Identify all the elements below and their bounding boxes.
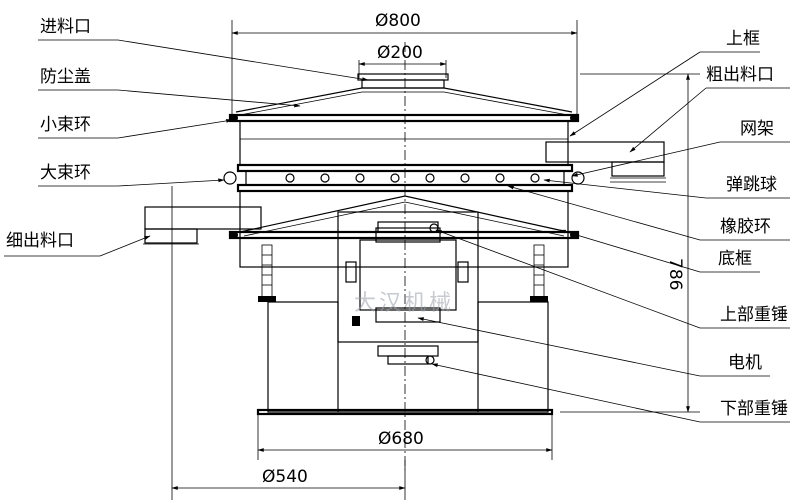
label-large-clamp: 大束环	[40, 163, 91, 183]
motor-assembly	[337, 211, 479, 343]
screen-frame	[223, 163, 585, 193]
watermark: 大汉机械	[354, 291, 454, 316]
label-feed-inlet: 进料口	[40, 17, 91, 37]
upper-frame	[239, 120, 569, 166]
label-dust-cover: 防尘盖	[40, 67, 91, 87]
label-small-clamp: 小束环	[40, 115, 91, 135]
bottom-frame	[228, 190, 580, 268]
dust-cover	[235, 87, 573, 116]
label-upper-frame: 上框	[726, 29, 760, 49]
label-bottom-frame: 底框	[718, 249, 752, 269]
dimension-bottom: Ø680 Ø540	[171, 186, 553, 500]
label-fine-outlet: 细出料口	[6, 231, 74, 251]
dim-half-width: Ø540	[262, 467, 308, 487]
lower-weight	[377, 345, 439, 365]
label-bounce-ball: 弹跳球	[726, 175, 777, 195]
dim-inlet-diameter: Ø200	[377, 43, 423, 63]
labels-right: 上框 粗出料口 网架 弹跳球 橡胶环 底框 上部重锤 电机 下部重锤	[417, 29, 790, 423]
dimension-top: Ø800 Ø200	[231, 11, 578, 115]
springs	[258, 244, 548, 302]
coarse-outlet	[545, 141, 666, 183]
dim-height: 786	[665, 258, 685, 290]
feed-inlet	[357, 73, 449, 89]
label-motor: 电机	[728, 353, 762, 373]
label-upper-weight: 上部重锤	[720, 305, 788, 325]
bounce-balls	[285, 173, 540, 183]
upper-weight	[377, 221, 439, 233]
dimension-height: 786	[560, 73, 700, 413]
dim-base-diameter: Ø680	[378, 429, 424, 449]
label-screen-frame: 网架	[740, 119, 774, 139]
label-rubber-ring: 橡胶环	[720, 217, 771, 237]
labels-left: 进料口 防尘盖 小束环 大束环 细出料口	[4, 17, 369, 257]
label-lower-weight: 下部重锤	[720, 399, 788, 419]
base	[256, 301, 554, 416]
label-coarse-outlet: 粗出料口	[706, 65, 774, 85]
dim-overall-diameter: Ø800	[375, 11, 421, 31]
